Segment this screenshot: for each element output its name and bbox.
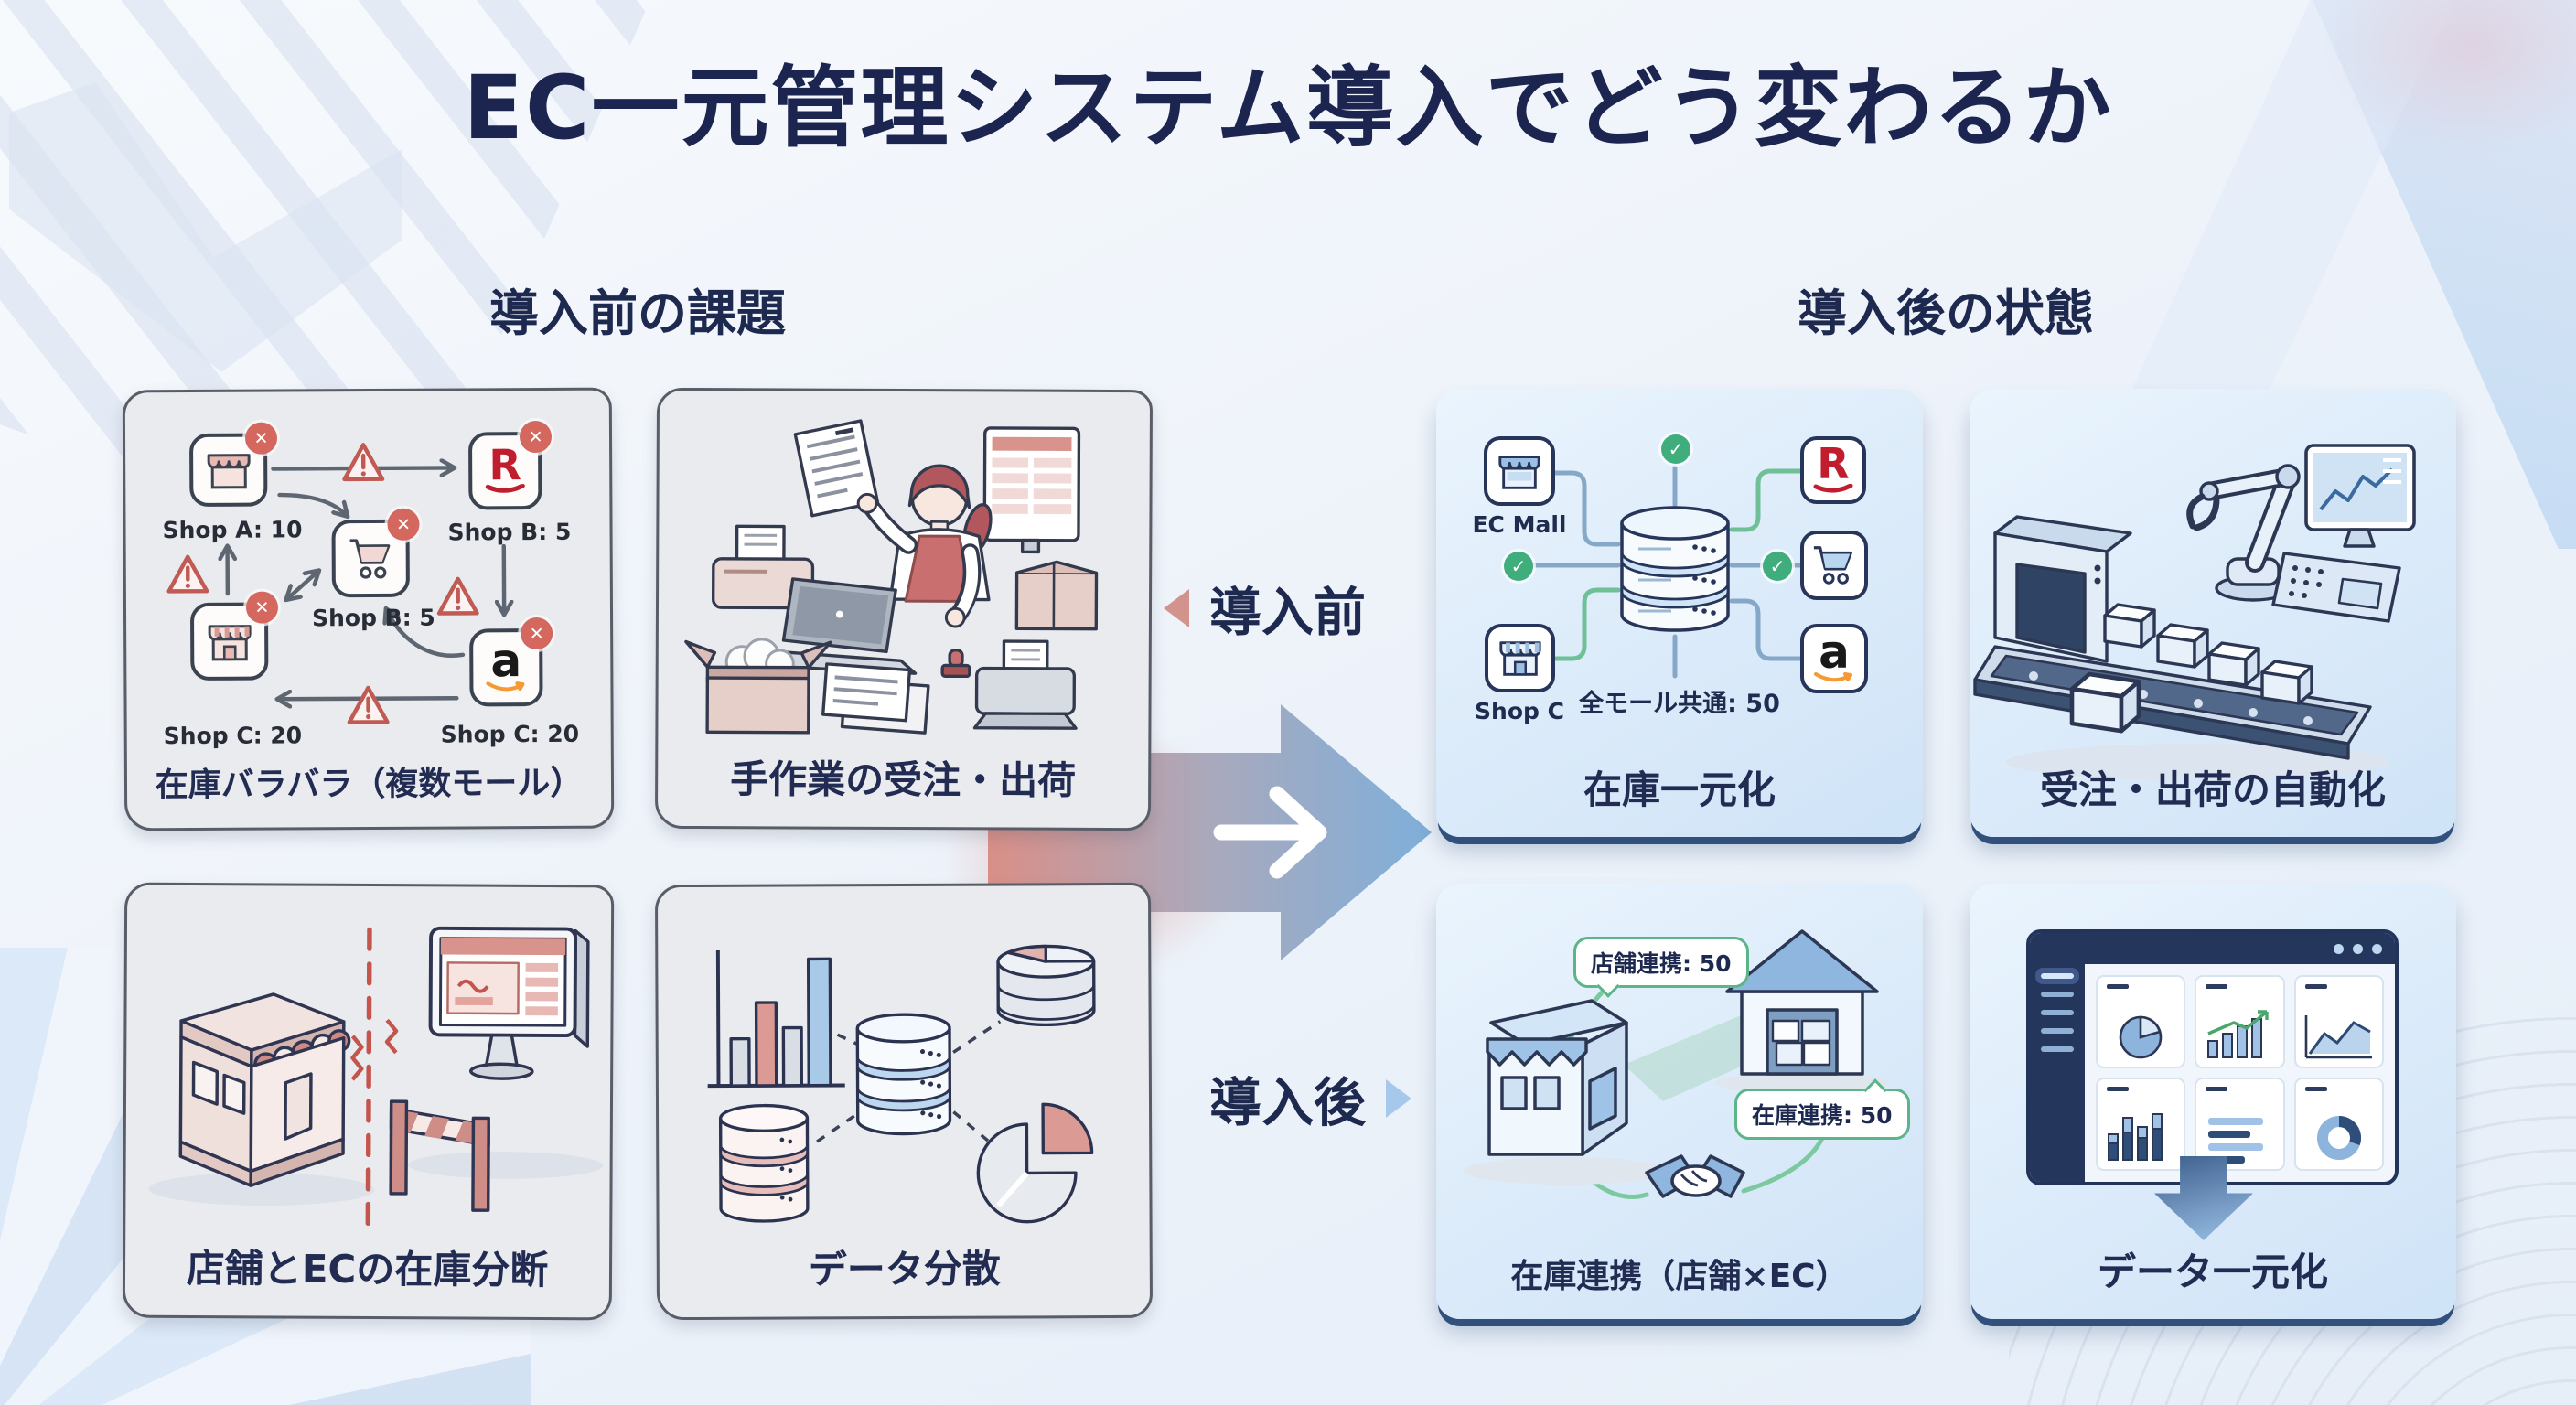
shop-c-store-label: Shop C: 20 <box>163 722 303 750</box>
error-cross-icon: ✕ <box>521 617 553 650</box>
error-cross-icon: ✕ <box>519 420 553 454</box>
after-flow-label: 導入後 <box>1209 1061 1411 1136</box>
sidebar-item <box>2041 1046 2074 1052</box>
ec-mall-label: EC Mall <box>1472 511 1567 538</box>
common-stock-label: 全モール共通: 50 <box>1579 690 1780 718</box>
amazon-icon: a ✕ <box>469 617 553 707</box>
panel-caption: 在庫一元化 <box>1583 767 1776 812</box>
shop-a-store-icon: ✕ <box>188 422 278 508</box>
success-check-icon: ✓ <box>1661 434 1690 464</box>
panel-inventory-unified: R a ✓ ✓ ✓ EC Mall Shop C 全モール共通: 50 在庫一元… <box>1436 389 1923 837</box>
panel-data-scattered: データ分散 <box>654 882 1154 1321</box>
sidebar-item <box>2041 1010 2074 1015</box>
error-cross-icon: ✕ <box>244 422 278 455</box>
window-dot-icon <box>2372 943 2382 954</box>
window-dot-icon <box>2334 943 2344 954</box>
central-database-icon <box>1620 506 1730 632</box>
sidebar-item <box>2041 992 2074 997</box>
cart-icon: ✕ <box>331 508 420 598</box>
shop-c-icon <box>1485 624 1555 692</box>
data-scattered-illustration <box>707 944 1096 1224</box>
panel-caption: 在庫バラバラ（複数モール） <box>155 764 584 805</box>
shop-b-rakuten-label: Shop B: 5 <box>447 518 572 546</box>
shop-c-store-icon: ✕ <box>189 591 279 681</box>
panel-manual-work: 手作業の受注・出荷 <box>654 387 1154 831</box>
sidebar-item <box>2041 1028 2074 1034</box>
shop-c-amazon-label: Shop C: 20 <box>440 720 580 748</box>
before-section-header: 導入前の課題 <box>489 284 786 342</box>
success-check-icon: ✓ <box>1504 552 1533 581</box>
area-chart-tile <box>2293 975 2384 1068</box>
stock-link-bubble: 在庫連携: 50 <box>1734 1089 1910 1140</box>
shop-a-label: Shop A: 10 <box>162 516 303 544</box>
panel-caption: データ分散 <box>808 1246 1001 1292</box>
rakuten-underline-icon <box>1813 483 1853 493</box>
panel-caption: 在庫連携（店舗×EC） <box>1510 1258 1849 1295</box>
dashboard-titlebar <box>2030 933 2395 964</box>
donut-chart-tile <box>2293 1078 2384 1171</box>
rakuten-icon: R <box>1800 436 1866 504</box>
left-triangle-icon <box>1164 589 1189 627</box>
ec-mall-icon <box>1484 436 1555 506</box>
panel-caption: データ一元化 <box>2097 1249 2328 1294</box>
pie-chart-tile <box>2096 975 2186 1068</box>
success-check-icon: ✓ <box>1763 552 1792 581</box>
window-dot-icon <box>2353 943 2363 954</box>
cart-icon <box>1800 531 1868 600</box>
store-link-bubble: 店舗連携: 50 <box>1573 937 1749 988</box>
amazon-smile-icon <box>486 681 525 692</box>
panel-store-ec-split: 店舗とECの在庫分断 <box>122 882 615 1321</box>
amazon-smile-icon <box>1814 672 1852 682</box>
panel-caption: 受注・出荷の自動化 <box>2039 767 2386 812</box>
page-title: EC一元管理システム導入でどう変わるか <box>463 57 2113 159</box>
panel-inventory-scattered: ✕ R ✕ ✕ ✕ a ✕ Shop A: 10 Shop B: 5 Shop … <box>122 387 615 831</box>
sidebar-item <box>2041 973 2074 979</box>
shop-b-cart-label: Shop B: 5 <box>311 604 435 632</box>
error-cross-icon: ✕ <box>387 508 420 541</box>
before-flow-label: 導入前 <box>1164 571 1366 646</box>
rakuten-underline-icon <box>485 484 525 493</box>
panel-caption: 店舗とECの在庫分断 <box>186 1245 549 1293</box>
panel-automation: 受注・出荷の自動化 <box>1970 389 2456 837</box>
shop-c-label: Shop C <box>1475 698 1564 724</box>
list-tile <box>2195 1078 2285 1171</box>
panel-caption: 手作業の受注・出荷 <box>730 756 1077 803</box>
bar-chart-tile <box>2195 975 2285 1068</box>
after-section-header: 導入後の状態 <box>1798 284 2094 342</box>
panel-data-unified: データ一元化 <box>1970 884 2456 1319</box>
dashboard-window <box>2026 929 2399 1185</box>
right-triangle-icon <box>1386 1079 1411 1118</box>
stacked-bar-tile <box>2096 1078 2186 1171</box>
error-cross-icon: ✕ <box>245 591 279 624</box>
dashboard-sidebar <box>2030 964 2085 1182</box>
manual-work-illustration <box>684 419 1099 735</box>
amazon-icon: a <box>1800 624 1868 693</box>
inventory-flow-diagram <box>166 443 611 724</box>
panel-inventory-linked: 店舗連携: 50 在庫連携: 50 在庫連携（店舗×EC） <box>1436 884 1923 1319</box>
rakuten-icon: R ✕ <box>467 420 553 510</box>
